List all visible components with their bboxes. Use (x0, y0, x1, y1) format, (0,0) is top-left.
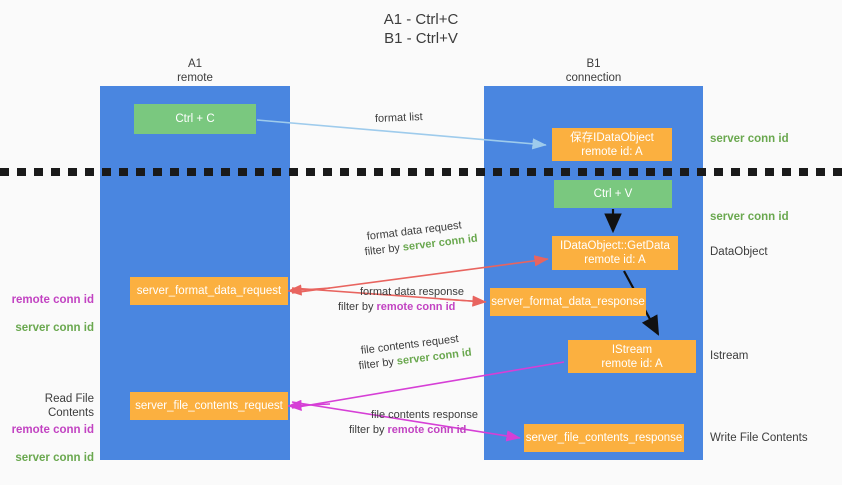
annotation-server-conn-id: server conn id (15, 322, 94, 334)
flow-label-line1: file contents response (371, 409, 479, 421)
arrow-file-contents-request-head (287, 399, 331, 411)
arrow-format-data-request-head (287, 284, 331, 296)
phase-divider (0, 168, 842, 176)
flow-label-filter-prefix: filter by (338, 301, 377, 313)
flow-label-line1: format data response (360, 286, 464, 298)
flow-label-file-contents-request: file contents request filter by server c… (357, 331, 473, 374)
flow-label-filter-key: remote conn id (387, 424, 467, 436)
annotation-write-file-contents: Write File Contents (710, 432, 808, 444)
annotation-read-file-contents: Read File Contents (44, 393, 94, 419)
page-title: A1 - Ctrl+C B1 - Ctrl+V (383, 11, 459, 47)
node-save-idataobject[interactable]: 保存IDataObject remote id: A (552, 128, 672, 161)
flow-label-format-list: format list (374, 110, 423, 126)
flow-label-filter-prefix: filter by (349, 424, 388, 436)
node-server-file-contents-response[interactable]: server_file_contents_response (524, 424, 684, 452)
annotation-remote-conn-id: remote conn id (11, 424, 94, 436)
lane-header-a1: A1 remote (177, 58, 213, 84)
annotation-istream: Istream (710, 350, 749, 362)
node-server-file-contents-request[interactable]: server_file_contents_request (130, 392, 288, 420)
flow-label-filter-prefix: filter by (357, 355, 398, 373)
annotation-server-conn-id-mid: server conn id (710, 211, 789, 223)
flow-label-format-data-response: format data response filter by remote co… (338, 285, 464, 315)
flow-label-file-contents-response: file contents response filter by remote … (349, 408, 479, 438)
annotation-server-conn-id: server conn id (15, 452, 94, 464)
node-ctrl-c[interactable]: Ctrl + C (134, 104, 256, 134)
node-server-format-data-request[interactable]: server_format_data_request (130, 277, 288, 305)
flow-label-filter-prefix: filter by (363, 241, 404, 259)
arrow-format-data-response (290, 287, 292, 288)
flow-label-format-data-request: format data request filter by server con… (363, 217, 479, 260)
annotation-server-conn-id-top: server conn id (710, 133, 789, 145)
annotation-dataobject: DataObject (710, 246, 768, 258)
annotation-conn-id-pair-format: remote conn id server conn id (8, 279, 94, 349)
lane-header-b1: B1 connection (565, 58, 622, 84)
node-idataobject-getdata[interactable]: IDataObject::GetData remote id: A (552, 236, 678, 270)
annotation-remote-conn-id: remote conn id (11, 294, 94, 306)
node-istream[interactable]: IStream remote id: A (568, 340, 696, 373)
node-ctrl-v[interactable]: Ctrl + V (554, 180, 672, 208)
flow-label-line2: filter by remote conn id (349, 423, 478, 438)
node-server-format-data-response[interactable]: server_format_data_response (490, 288, 646, 316)
flow-label-filter-key: remote conn id (376, 301, 456, 313)
annotation-conn-id-pair-file: remote conn id server conn id (8, 409, 94, 479)
flow-label-line2: filter by remote conn id (338, 300, 464, 315)
